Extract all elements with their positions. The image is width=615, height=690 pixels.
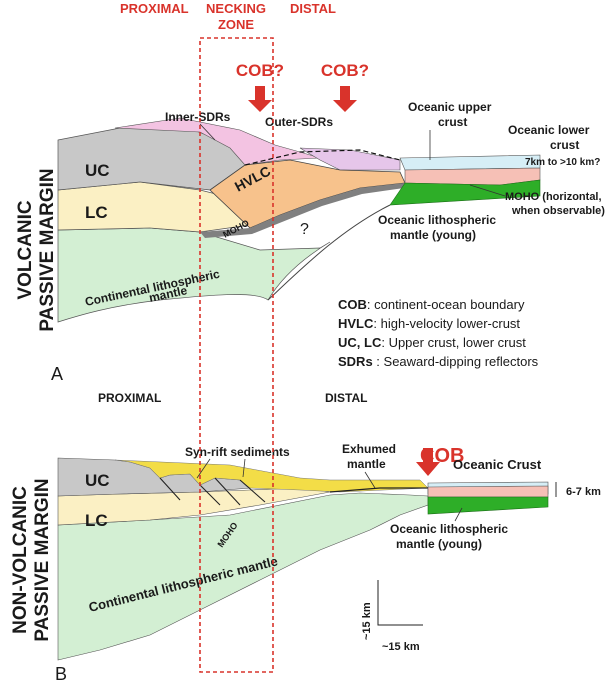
a-continental-mantle xyxy=(57,227,331,323)
a-oceanic-mantle-1: Oceanic lithospheric xyxy=(378,213,496,227)
a-oceanic-upper-crust xyxy=(399,154,541,171)
a-question-mark: ? xyxy=(300,221,309,238)
header-proximal: PROXIMAL xyxy=(120,1,189,16)
b-oceanic-mantle-2: mantle (young) xyxy=(396,537,482,551)
b-cob-arrow xyxy=(416,448,440,476)
a-moho-horizontal-leader xyxy=(469,184,506,197)
a-outer-sdrs-label: Outer-SDRs xyxy=(265,115,333,129)
necking-zone-box xyxy=(199,37,274,673)
b-side-label-line2: PASSIVE MARGIN xyxy=(32,478,53,641)
a-inner-sdrs-leader xyxy=(199,123,216,141)
a-legend: COB: continent-ocean boundary HVLC: high… xyxy=(338,297,539,369)
b-letter: B xyxy=(55,664,67,684)
b-lc-label: LC xyxy=(85,511,108,530)
a-oceanic-upper-crust-1: Oceanic upper xyxy=(408,100,492,114)
a-outer-sdrs xyxy=(299,147,401,171)
a-moho-horizontal-1: MOHO (horizontal, xyxy=(505,191,602,203)
header-necking-line1: NECKING xyxy=(206,1,266,16)
a-cob-q1-label: COB? xyxy=(236,61,284,80)
a-oceanic-mantle xyxy=(389,179,541,206)
a-mantle-boundary xyxy=(267,204,391,301)
a-oceanic-lower-crust-2: crust xyxy=(550,138,579,152)
legend-sdrs: SDRs : Seaward-dipping reflectors xyxy=(338,354,539,369)
b-oceanic-crust-lower xyxy=(427,485,549,498)
b-syn-rift-leader-2 xyxy=(242,458,246,478)
a-oceanic-upper-crust-2: crust xyxy=(438,115,467,129)
a-oceanic-mantle-2: mantle (young) xyxy=(390,228,476,242)
b-fault-3 xyxy=(214,477,241,506)
b-thickness-label: 6-7 km xyxy=(566,486,601,498)
panel-a: COB? COB? Inner-SDRs Outer-SDRs UC LC HV… xyxy=(15,61,605,384)
legend-hvlc: HVLC: high-velocity lower-crust xyxy=(338,316,520,331)
a-cob-q2-label: COB? xyxy=(321,61,369,80)
a-side-label: VOLCANIC PASSIVE MARGIN xyxy=(15,168,58,331)
a-cob-q2-arrow xyxy=(333,86,357,112)
b-exhumed-line xyxy=(329,487,428,493)
a-oceanic-lower-crust-3: 7km to >10 km? xyxy=(525,157,600,168)
legend-uc-lc: UC, LC: Upper crust, lower crust xyxy=(338,335,526,350)
b-continental-mantle xyxy=(57,492,429,661)
b-oceanic-mantle-1: Oceanic lithospheric xyxy=(390,522,508,536)
a-moho-band xyxy=(200,183,405,238)
b-oceanic-mantle xyxy=(427,496,549,515)
a-letter: A xyxy=(51,364,63,384)
b-side-label: NON-VOLCANIC PASSIVE MARGIN xyxy=(10,478,53,641)
b-exhumed-2: mantle xyxy=(347,457,386,471)
a-inner-sdrs-label: Inner-SDRs xyxy=(165,110,231,124)
a-cob-q1-arrow xyxy=(248,86,272,112)
header-necking-line2: ZONE xyxy=(218,17,254,32)
scale-vertical-label: ~15 km xyxy=(361,602,373,640)
a-lc-label: LC xyxy=(85,203,108,222)
b-side-label-line1: NON-VOLCANIC xyxy=(10,486,31,634)
a-uc-label: UC xyxy=(85,161,110,180)
b-syn-rift-leader-1 xyxy=(196,458,211,479)
a-side-label-line2: PASSIVE MARGIN xyxy=(37,168,58,331)
a-oceanic-lower-crust-1: Oceanic lower xyxy=(508,123,590,137)
b-proximal-label: PROXIMAL xyxy=(98,391,161,405)
a-side-label-line1: VOLCANIC xyxy=(15,200,36,300)
b-syn-rift-label: Syn-rift sediments xyxy=(185,445,290,459)
b-oceanic-crust-label: Oceanic Crust xyxy=(453,457,542,472)
a-basement-dashed xyxy=(244,149,401,166)
b-oceanic-mantle-leader xyxy=(454,507,463,522)
scale-bar xyxy=(377,580,423,626)
a-moho-horizontal-2: when observable) xyxy=(511,205,605,217)
b-fault-1 xyxy=(159,477,181,501)
b-uc-label: UC xyxy=(85,471,110,490)
legend-cob: COB: continent-ocean boundary xyxy=(338,297,525,312)
b-distal-label: DISTAL xyxy=(325,391,367,405)
panel-b: PROXIMAL DISTAL COB Syn-rift sediments E… xyxy=(10,391,601,684)
header-distal: DISTAL xyxy=(290,1,336,16)
b-exhumed-1: Exhumed xyxy=(342,442,396,456)
b-fault-2 xyxy=(199,484,221,506)
b-fault-4 xyxy=(239,479,266,503)
scale-horizontal-label: ~15 km xyxy=(382,641,420,653)
b-exhumed-leader xyxy=(364,471,376,489)
